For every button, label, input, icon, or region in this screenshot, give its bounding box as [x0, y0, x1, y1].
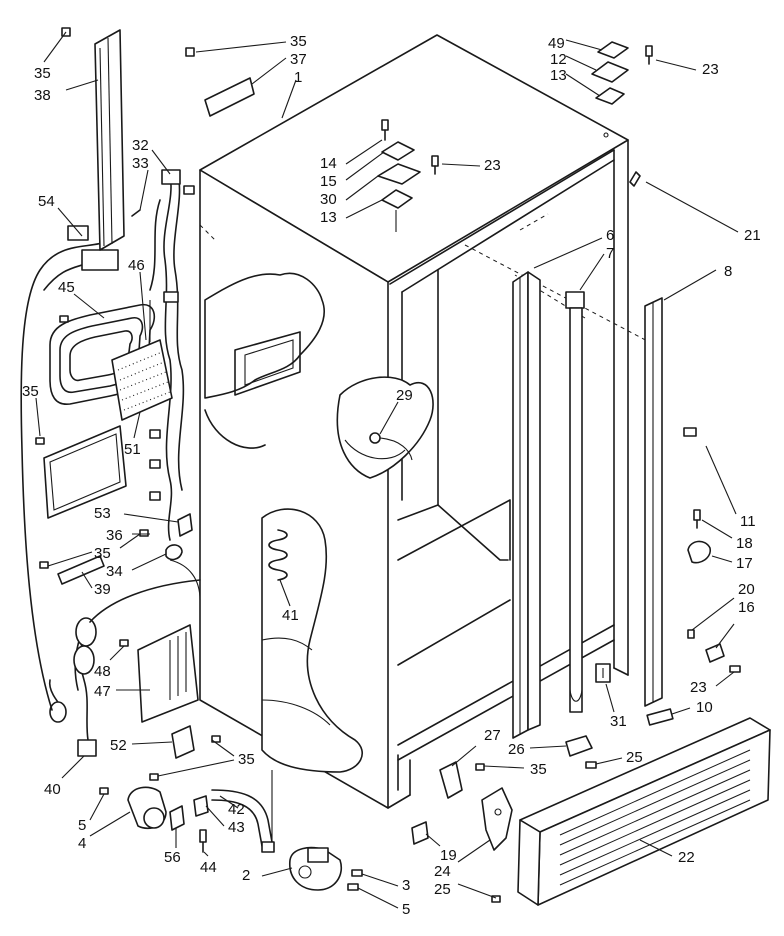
callout-45: 45 [58, 279, 75, 296]
callout-18: 18 [736, 535, 753, 552]
top-hinge-right [591, 41, 653, 138]
part-10 [646, 708, 674, 726]
part-4-wheel [99, 786, 167, 830]
top-hinge-center [377, 119, 439, 232]
part-2 [289, 846, 363, 891]
callout-23: 23 [484, 157, 501, 174]
wiring-harness [20, 169, 195, 711]
callout-25: 25 [626, 749, 643, 766]
callout-44: 44 [200, 859, 217, 876]
callout-1: 1 [294, 69, 302, 86]
parts-43-44-56 [169, 795, 209, 853]
part-19 [411, 821, 429, 845]
callout-43: 43 [228, 819, 245, 836]
part-26 [565, 735, 593, 757]
rail-6 [512, 271, 541, 739]
callout-12: 12 [550, 51, 567, 68]
callout-20: 20 [738, 581, 755, 598]
screws-25 [491, 761, 597, 903]
callout-35: 35 [94, 545, 111, 562]
callout-23: 23 [702, 61, 719, 78]
callout-29: 29 [396, 387, 413, 404]
callout-7: 7 [606, 245, 614, 262]
part-36-panel [35, 425, 127, 519]
callout-30: 30 [320, 191, 337, 208]
part-21 [629, 171, 641, 187]
callout-42: 42 [228, 801, 245, 818]
parts-53-34-39 [39, 513, 201, 601]
part-31 [595, 663, 611, 683]
part-42 [211, 770, 275, 853]
parts-20-16 [687, 629, 741, 673]
callout-36: 36 [106, 527, 123, 544]
callout-19: 19 [440, 847, 457, 864]
parts-11-18-17 [683, 427, 711, 564]
callout-24: 24 [434, 863, 451, 880]
callout-5: 5 [78, 817, 86, 834]
part-41-spring [268, 529, 288, 581]
callout-labels: 35 38 35 37 1 49 12 13 23 32 33 54 14 15… [22, 33, 761, 918]
part-40-cord [48, 579, 201, 757]
part-51-pad [111, 300, 173, 421]
callout-37: 37 [290, 51, 307, 68]
callout-22: 22 [678, 849, 695, 866]
callout-2: 2 [242, 867, 250, 884]
callout-39: 39 [94, 581, 111, 598]
callout-47: 47 [94, 683, 111, 700]
callout-4: 4 [78, 835, 86, 852]
callout-35: 35 [530, 761, 547, 778]
callout-5: 5 [402, 901, 410, 918]
part-37-bracket [185, 47, 255, 117]
callout-53: 53 [94, 505, 111, 522]
rail-7 [565, 291, 585, 713]
callout-41: 41 [282, 607, 299, 624]
callout-21: 21 [744, 227, 761, 244]
callout-16: 16 [738, 599, 755, 616]
callout-35: 35 [238, 751, 255, 768]
callout-3: 3 [402, 877, 410, 894]
callout-33: 33 [132, 155, 149, 172]
callout-13: 13 [550, 67, 567, 84]
callout-27: 27 [484, 727, 501, 744]
part-24 [481, 787, 513, 851]
callout-35: 35 [22, 383, 39, 400]
callout-52: 52 [110, 737, 127, 754]
part-47-plate [119, 624, 199, 723]
callout-8: 8 [724, 263, 732, 280]
callout-32: 32 [132, 137, 149, 154]
callout-31: 31 [610, 713, 627, 730]
callout-46: 46 [128, 257, 145, 274]
callout-48: 48 [94, 663, 111, 680]
part-52 [149, 725, 221, 781]
callout-35: 35 [290, 33, 307, 50]
leader-lines [35, 31, 739, 909]
part-29 [369, 432, 413, 461]
callout-38: 38 [34, 87, 51, 104]
callout-26: 26 [508, 741, 525, 758]
part-27 [439, 761, 485, 799]
rail-8 [644, 297, 663, 707]
callout-15: 15 [320, 173, 337, 190]
callout-34: 34 [106, 563, 123, 580]
callout-6: 6 [606, 227, 614, 244]
callout-49: 49 [548, 35, 565, 52]
callout-13: 13 [320, 209, 337, 226]
callout-40: 40 [44, 781, 61, 798]
callout-56: 56 [164, 849, 181, 866]
callout-35: 35 [34, 65, 51, 82]
callout-10: 10 [696, 699, 713, 716]
toe-grille [517, 717, 771, 906]
cutaway-side [336, 376, 434, 479]
callout-25: 25 [434, 881, 451, 898]
callout-54: 54 [38, 193, 55, 210]
callout-23: 23 [690, 679, 707, 696]
callout-17: 17 [736, 555, 753, 572]
cutaway-upper [204, 272, 325, 449]
callout-11: 11 [740, 513, 756, 530]
part-38-channel [61, 27, 125, 251]
callout-51: 51 [124, 441, 141, 458]
callout-14: 14 [320, 155, 337, 172]
